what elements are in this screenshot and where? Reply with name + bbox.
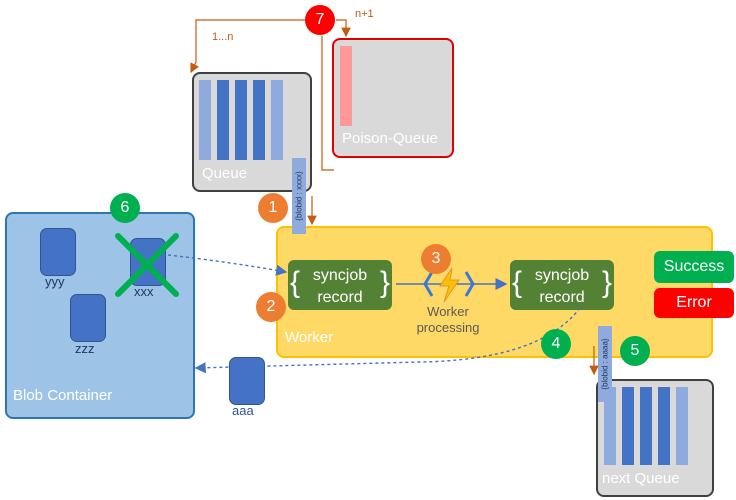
next-queue-label: next Queue xyxy=(602,470,680,487)
blob-yyy-label: yyy xyxy=(45,274,65,289)
blob-container-label: Blob Container xyxy=(13,387,113,404)
blob-zzz-label: zzz xyxy=(75,341,95,356)
step-4-badge: 4 xyxy=(541,329,571,359)
poison-queue-label: Poison-Queue xyxy=(342,130,438,147)
poison-queue: Poison-Queue xyxy=(332,38,454,158)
retry-overflow-label: n+1 xyxy=(355,8,374,20)
blob-aaa xyxy=(229,357,265,405)
right-brace-icon: } xyxy=(379,266,390,299)
blob-xxx-label: xxx xyxy=(134,284,154,299)
next-queue: next Queue xyxy=(596,379,714,497)
step-1-badge: 1 xyxy=(258,193,288,223)
step-7-badge: 7 xyxy=(305,5,335,35)
worker-label: Worker xyxy=(285,329,334,346)
syncjob-record-output: { syncjob record } xyxy=(510,260,614,310)
right-brace-icon: } xyxy=(601,266,612,299)
left-brace-icon: { xyxy=(512,266,523,299)
step-3-badge: 3 xyxy=(421,244,451,274)
next-queue-slot xyxy=(658,387,670,465)
success-status: Success xyxy=(654,251,734,283)
left-brace-icon: { xyxy=(290,266,301,299)
blob-zzz xyxy=(70,294,106,342)
blob-yyy xyxy=(40,228,76,276)
blob-write-arrow xyxy=(194,307,581,374)
worker-processing-label: Worker processing xyxy=(416,304,480,335)
blob-read-arrow xyxy=(167,254,288,276)
queue-slot xyxy=(199,80,211,160)
error-status: Error xyxy=(654,288,734,318)
queue-slot xyxy=(217,80,229,160)
queue-slot xyxy=(235,80,247,160)
delete-cross-icon xyxy=(115,233,179,297)
step-5-badge: 5 xyxy=(620,336,650,366)
next-queue-slot xyxy=(676,387,688,465)
retry-range-label: 1...n xyxy=(212,31,234,43)
next-queue-message: {blobid : aaaa} xyxy=(598,326,612,402)
function-lightning-icon xyxy=(423,267,475,303)
retry-loop-arrow xyxy=(190,19,305,74)
blob-aaa-label: aaa xyxy=(232,403,254,418)
next-queue-slot xyxy=(640,387,652,465)
queue-slot xyxy=(253,80,265,160)
poison-queue-slot xyxy=(340,46,352,126)
next-queue-slot xyxy=(622,387,634,465)
poison-arrow xyxy=(336,19,351,38)
step-2-badge: 2 xyxy=(256,292,286,322)
queue-message: {blobid : xxxx} xyxy=(292,158,306,234)
queue-label: Queue xyxy=(202,165,248,182)
syncjob-record-input-label: syncjob record xyxy=(312,267,368,306)
syncjob-record-input: { syncjob record } xyxy=(288,260,392,310)
queue-slot xyxy=(271,80,283,160)
to-poison-arrow xyxy=(321,158,334,171)
next-queue-slot xyxy=(604,387,616,465)
syncjob-record-output-label: syncjob record xyxy=(534,267,590,306)
step-6-badge: 6 xyxy=(110,193,140,223)
